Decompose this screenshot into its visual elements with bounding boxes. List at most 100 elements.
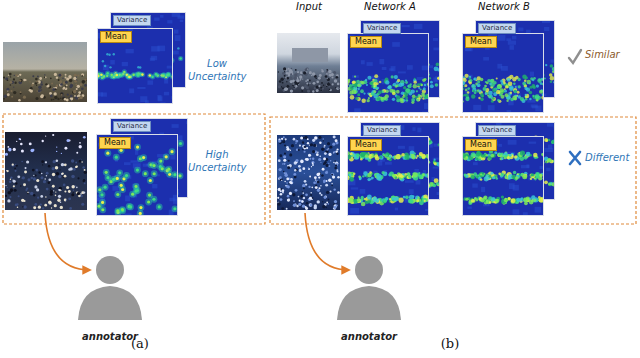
crowd-dot: [14, 75, 15, 76]
crowd-dot: [337, 191, 340, 194]
crowd-dot: [43, 180, 46, 183]
crowd-dot: [14, 189, 17, 192]
crowd-dot: [52, 167, 55, 170]
crowd-dot: [310, 144, 312, 146]
crowd-dot: [335, 87, 336, 88]
crowd-dot: [299, 169, 302, 172]
crowd-dot: [66, 186, 69, 189]
crowd-dot: [35, 78, 38, 81]
crowd-dot: [288, 183, 289, 184]
crowd-dot: [320, 162, 321, 163]
crowd-dot: [17, 175, 20, 178]
crowd-dot: [302, 191, 303, 192]
crowd-dot: [7, 191, 11, 195]
crowd-dot: [313, 144, 316, 147]
crowd-dot: [312, 162, 314, 164]
crowd-dot: [301, 200, 303, 202]
crowd-dot: [318, 172, 321, 175]
crowd-dot: [321, 194, 323, 196]
crowd-dot: [81, 92, 83, 94]
crowd-dot: [336, 76, 339, 79]
crowd-dot: [38, 85, 41, 88]
crowd-dot: [42, 140, 44, 142]
crowd-dot: [30, 192, 33, 195]
crowd-dot: [300, 195, 303, 198]
tag-label: Variance: [117, 122, 147, 131]
crowd-dot: [286, 72, 289, 75]
crowd-dot: [83, 191, 85, 193]
crowd-dot: [78, 159, 81, 162]
crowd-dot: [77, 85, 80, 88]
crowd-dot: [311, 161, 314, 164]
crowd-dot: [62, 175, 65, 178]
crowd-dot: [303, 187, 305, 189]
crowd-dot: [48, 200, 51, 203]
crowd-dot: [285, 185, 286, 186]
crowd-dot: [12, 164, 14, 166]
crowd-dot: [68, 190, 71, 193]
crowd-dot: [53, 190, 54, 191]
crowd-dot: [284, 71, 286, 73]
crowd-dot: [321, 82, 323, 84]
crowd-dot: [281, 138, 283, 140]
crowd-dot: [337, 176, 339, 178]
crowd-dot: [288, 74, 290, 76]
crowd-dot: [79, 142, 81, 144]
crowd-dot: [278, 168, 281, 171]
crowd-dot: [6, 170, 8, 172]
crowd-dot: [318, 158, 321, 161]
crowd-dot: [286, 85, 289, 88]
crowd-dot: [19, 79, 22, 82]
heatmap: [347, 33, 429, 113]
crowd-dot: [69, 207, 72, 210]
crowd-dot: [331, 73, 334, 76]
crowd-dot: [327, 142, 330, 145]
crowd-dot: [32, 169, 35, 172]
crowd-dot: [69, 167, 72, 170]
crowd-dot: [295, 143, 296, 144]
crowd-dot: [298, 203, 301, 206]
crowd-dot: [304, 82, 305, 83]
crowd-dot: [300, 71, 303, 74]
crowd-dot: [69, 78, 70, 79]
crowd-dot: [19, 138, 21, 140]
crowd-dot: [291, 182, 294, 185]
crowd-dot: [317, 181, 320, 184]
crowd-dot: [279, 154, 282, 157]
crowd-dot: [81, 203, 84, 206]
crowd-dot: [328, 198, 330, 200]
crowd-dot: [313, 181, 316, 184]
crowd-dot: [40, 203, 42, 205]
crowd-dot: [42, 164, 43, 165]
crowd-dot: [318, 173, 320, 175]
crowd-dot: [53, 87, 56, 90]
crowd-dot: [36, 85, 37, 86]
crowd-dot: [40, 176, 43, 179]
crowd-dot: [20, 143, 23, 146]
crowd-dot: [308, 186, 310, 188]
crowd-dot: [66, 84, 68, 86]
crowd-dot: [69, 100, 71, 102]
crowd-dot: [13, 78, 15, 80]
crowd-dot: [278, 140, 281, 143]
crowd-dot: [325, 164, 328, 167]
crowd-dot: [287, 195, 290, 198]
crowd-dot: [286, 178, 289, 181]
crowd-dot: [320, 89, 322, 91]
orange-arrow: [305, 213, 349, 270]
crowd-dot: [311, 166, 312, 167]
crowd-dot: [15, 182, 17, 184]
crowd-dot: [322, 168, 325, 171]
crowd-dot: [46, 175, 47, 176]
crowd-dot: [16, 141, 17, 142]
crowd-dot: [313, 82, 316, 85]
crowd-dot: [328, 165, 330, 167]
crowd-dot: [307, 138, 309, 140]
crowd-dot: [318, 77, 321, 80]
mean-tag: Mean: [99, 137, 131, 149]
crowd-dot: [68, 97, 69, 98]
tag-label: Mean: [355, 140, 377, 150]
crowd-dot: [22, 206, 23, 207]
crowd-dot: [333, 162, 334, 163]
crowd-dot: [51, 82, 53, 84]
